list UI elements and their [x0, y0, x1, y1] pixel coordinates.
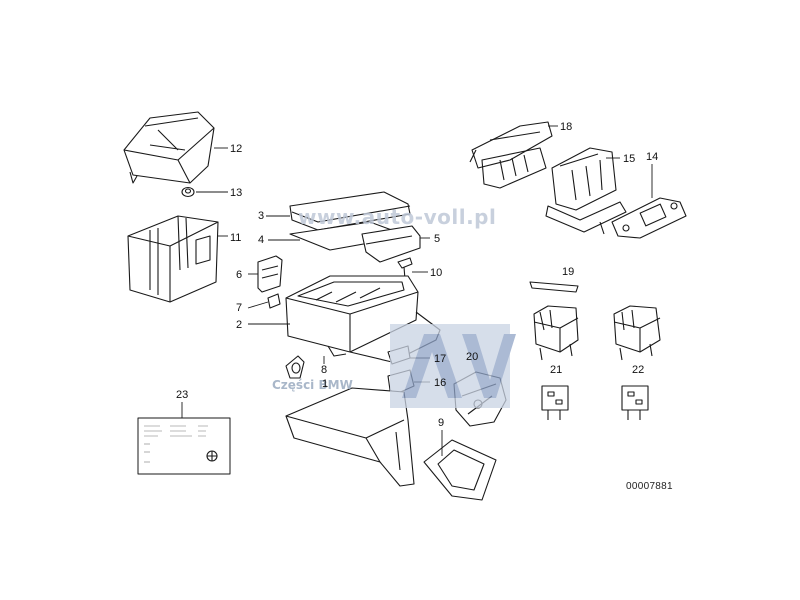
watermark-logo	[390, 324, 516, 408]
callout-21: 21	[550, 364, 563, 376]
watermark-subtitle: Części BMW	[272, 378, 353, 392]
drawing-number: 00007881	[626, 481, 673, 492]
part-1-tray	[285, 387, 415, 487]
part-13-nut	[181, 186, 195, 198]
callout-17: 17	[434, 353, 447, 365]
callout-1: 1	[322, 378, 329, 390]
callout-7: 7	[236, 302, 243, 314]
callout-18: 18	[560, 121, 573, 133]
callout-22: 22	[632, 364, 645, 376]
part-12-cover	[123, 111, 215, 184]
callout-16: 16	[434, 377, 447, 389]
part-7-small-fuse	[267, 293, 281, 309]
callout-13: 13	[230, 187, 243, 199]
callout-2: 2	[236, 319, 243, 331]
part-11-holder	[127, 215, 219, 303]
part-22-relay	[621, 385, 649, 420]
callout-15: 15	[623, 153, 636, 165]
callout-20: 20	[466, 351, 479, 363]
callout-11: 11	[230, 232, 242, 244]
part-14-plug-plate	[611, 197, 687, 239]
watermark-url: www.auto-voll.pl	[298, 205, 497, 229]
part-3-lid	[289, 191, 411, 231]
part-19-bar	[529, 281, 579, 293]
callout-19: 19	[562, 266, 575, 278]
part-6-fuse	[257, 255, 283, 293]
callout-6: 6	[236, 269, 243, 281]
part-23-label-card	[137, 417, 231, 475]
part-22-socket	[613, 305, 661, 361]
callout-9: 9	[438, 417, 445, 429]
leader-lines	[181, 125, 653, 456]
part-8-grommet	[285, 355, 305, 379]
callout-23: 23	[176, 389, 189, 401]
callout-3: 3	[258, 210, 265, 222]
part-21-relay	[541, 385, 569, 420]
part-15-relay-holder	[545, 147, 627, 235]
part-18-relay-socket	[469, 121, 553, 189]
part-5-bracket	[361, 225, 421, 263]
callout-4: 4	[258, 234, 265, 246]
callout-14: 14	[646, 151, 659, 163]
callout-8: 8	[321, 364, 328, 376]
callout-12: 12	[230, 143, 243, 155]
part-21-socket	[533, 305, 579, 361]
callout-5: 5	[434, 233, 441, 245]
callout-10: 10	[430, 267, 443, 279]
part-9-seal	[423, 439, 497, 501]
